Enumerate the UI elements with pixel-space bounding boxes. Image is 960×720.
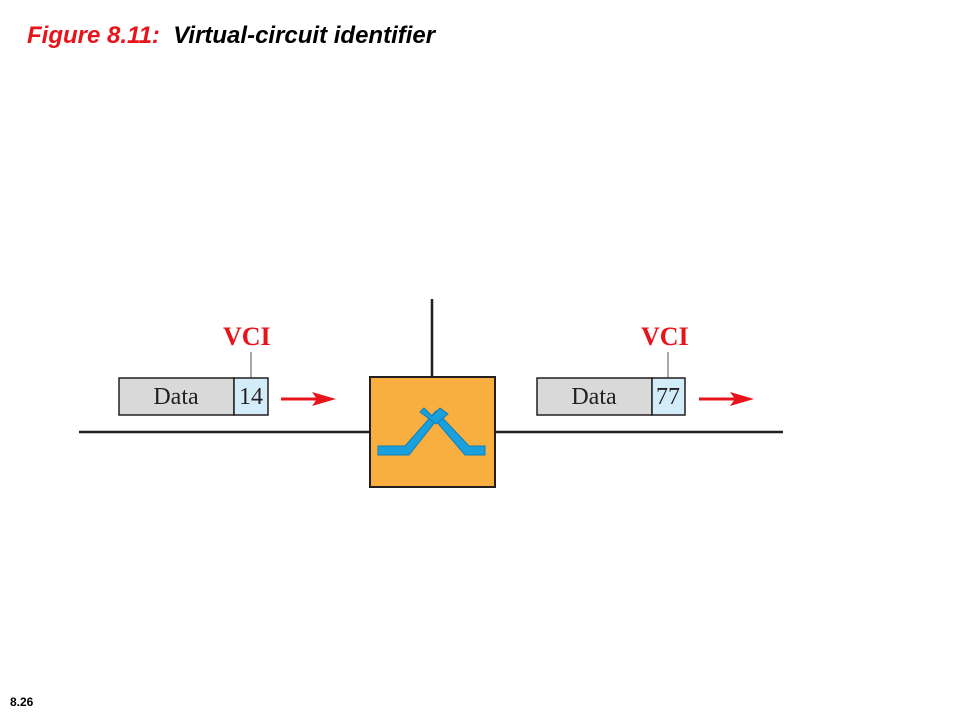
outgoing-data-label: Data [571,384,617,410]
figure-title: Figure 8.11: Virtual-circuit identifier [27,22,435,50]
switch-crossover-symbol [419,407,449,425]
incoming-arrow-icon [281,392,336,406]
outgoing-vci-label: VCI [641,322,689,351]
switch-box [369,376,496,488]
switch-icon [369,376,496,488]
incoming-vci-field [233,377,269,416]
figure-caption: Virtual-circuit identifier [173,22,436,49]
outgoing-vci-value: 77 [656,384,680,410]
outgoing-data-field [536,377,653,416]
outgoing-frame: VCI Data 77 [536,322,754,416]
figure-number: Figure 8.11: [27,22,160,49]
outgoing-arrow-icon [699,392,754,406]
incoming-frame: VCI Data 14 [118,322,336,416]
slide-number: 8.26 [10,695,34,709]
incoming-vci-value: 14 [239,384,263,410]
incoming-data-field [118,377,235,416]
outgoing-vci-field [651,377,686,416]
switch-path-symbol [377,410,486,456]
incoming-vci-label: VCI [223,322,271,351]
incoming-data-label: Data [153,384,199,410]
